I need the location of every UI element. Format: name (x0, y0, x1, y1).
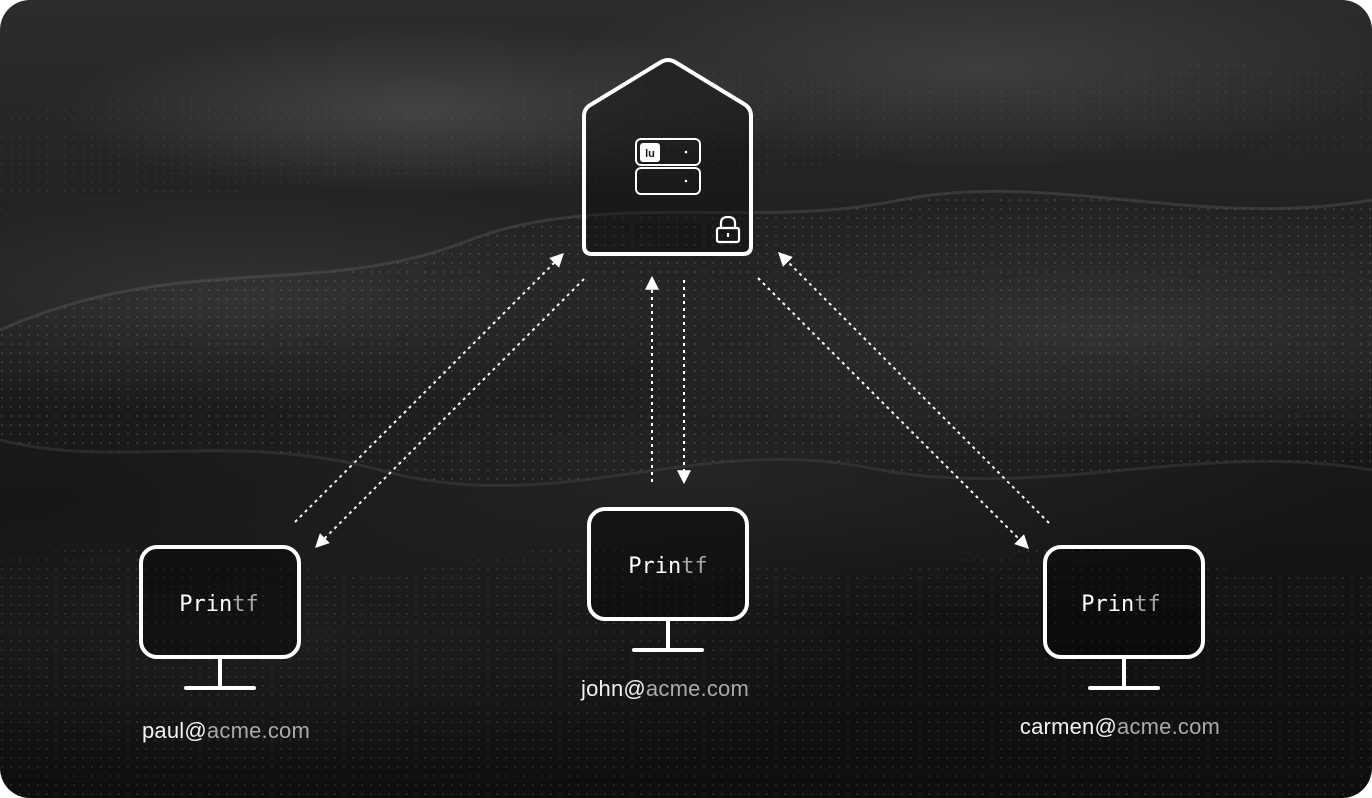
email-user: paul@ (141, 718, 207, 743)
server-house: lu (582, 58, 753, 256)
screen-text-strong: Prin (179, 592, 232, 617)
email-user: carmen@ (1019, 714, 1118, 739)
connector-carmen-to-server (778, 252, 1050, 524)
house-outline (582, 58, 753, 256)
email-label-john: john@acme.com (581, 676, 749, 702)
server-badge (640, 143, 660, 162)
screen-text: Printf (179, 592, 258, 617)
screen-text-dim: tf (681, 554, 708, 579)
screen-text-strong: Prin (1081, 592, 1134, 617)
server-rack-icon: lu (635, 138, 701, 195)
connections (294, 252, 1050, 549)
email-label-carmen: carmen@acme.com (1020, 714, 1220, 740)
background-wave-texture (0, 62, 1372, 798)
connector-server-to-carmen (757, 277, 1029, 549)
screen-text: Printf (628, 554, 707, 579)
client-monitor-john: Printf (587, 507, 749, 652)
email-domain: acme.com (206, 718, 311, 743)
screen-text-dim: tf (232, 592, 259, 617)
email-user: john@ (580, 676, 646, 701)
server-badge-text: lu (645, 148, 655, 160)
screen-text: Printf (1081, 592, 1160, 617)
email-label-paul: paul@acme.com (142, 718, 310, 744)
screen-text-strong: Prin (628, 554, 681, 579)
monitor-screen (1043, 545, 1205, 659)
monitor-screen (139, 545, 301, 659)
screen-text-dim: tf (1134, 592, 1161, 617)
email-domain: acme.com (645, 676, 750, 701)
client-monitor-carmen: Printf (1043, 545, 1205, 690)
lock-icon (715, 215, 741, 244)
email-domain: acme.com (1117, 714, 1221, 739)
client-monitor-paul: Printf (139, 545, 301, 690)
monitor-screen (587, 507, 749, 621)
